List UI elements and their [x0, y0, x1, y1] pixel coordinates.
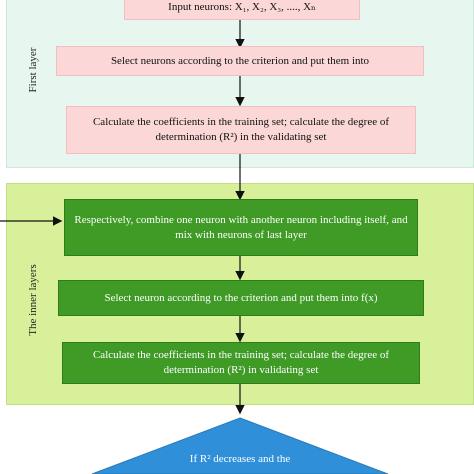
calc-coefficients-inner-box: Calculate the coefficients in the traini… — [62, 342, 420, 384]
calc-coefficients-first-box: Calculate the coefficients in the traini… — [66, 106, 416, 154]
decision-diamond — [91, 417, 389, 474]
select-neurons-box: Select neurons according to the criterio… — [56, 46, 424, 76]
select-neuron-inner-box: Select neuron according to the criterion… — [58, 280, 424, 316]
combine-neurons-box: Respectively, combine one neuron with an… — [64, 199, 418, 256]
decision-text: If R² decreases and the — [189, 453, 291, 465]
input-neurons-box: Input neurons: X₁, X₂, X₃, ...., Xₙ — [124, 0, 360, 20]
